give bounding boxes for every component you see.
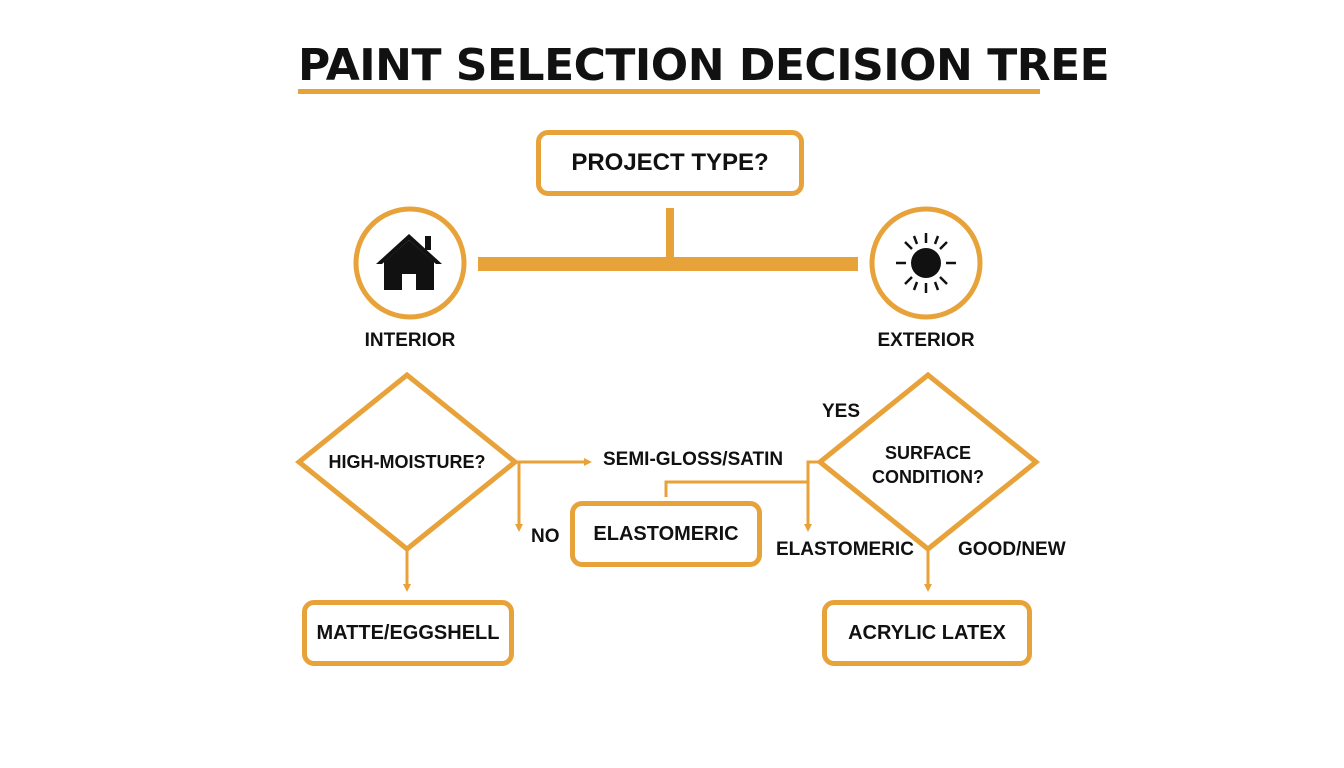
matte-eggshell-label: MATTE/EGGSHELL [316,621,500,644]
no-label: NO [531,526,560,547]
surface-condition-line1: SURFACE [884,443,971,463]
house-icon [376,234,442,290]
matte-eggshell-box: MATTE/EGGSHELL [302,600,514,666]
elastomeric-edge-label: ELASTOMERIC [776,539,914,560]
project-type-box: PROJECT TYPE? [536,130,804,196]
elastomeric-outcome-label: ELASTOMERIC [593,522,739,545]
elastomeric-outcome-box: ELASTOMERIC [570,501,762,567]
surface-condition-line2: CONDITION? [872,467,984,487]
high-moisture-label: HIGH-MOISTURE? [328,452,486,472]
sun-icon [896,233,956,293]
project-type-label: PROJECT TYPE? [571,149,769,176]
exterior-label: EXTERIOR [877,330,975,351]
good-new-label: GOOD/NEW [958,539,1066,560]
yes-label: YES [822,401,861,422]
semi-gloss-label: SEMI-GLOSS/SATIN [603,449,784,470]
interior-label: INTERIOR [364,330,456,351]
acrylic-latex-box: ACRYLIC LATEX [822,600,1032,666]
page-title: PAINT SELECTION DECISION TREE [298,40,1110,91]
acrylic-latex-label: ACRYLIC LATEX [848,621,1006,644]
surface-condition-label: SURFACE CONDITION? [872,441,984,489]
title-underline [298,89,1040,94]
